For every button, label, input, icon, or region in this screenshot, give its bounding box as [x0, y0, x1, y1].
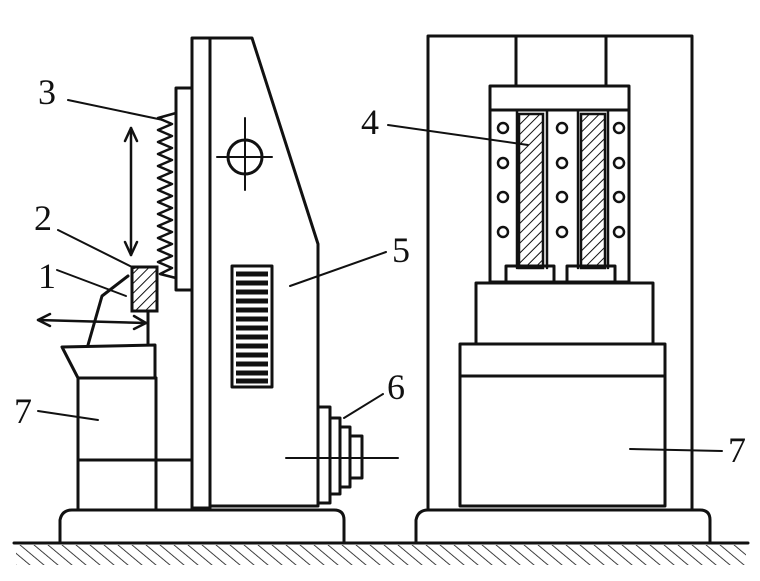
leader-lines	[37, 99, 723, 452]
front-view	[414, 34, 712, 545]
callout-5: 5	[392, 230, 410, 270]
callout-4: 4	[361, 102, 379, 142]
callout-3: 3	[38, 72, 56, 112]
callout-1: 1	[38, 256, 56, 296]
ground	[12, 541, 750, 565]
callout-6: 6	[387, 367, 405, 407]
callout-7-right: 7	[728, 430, 746, 470]
callout-labels: 1 2 3 4 5 6 7 7	[14, 72, 746, 470]
callout-2: 2	[34, 198, 52, 238]
callout-7-left: 7	[14, 391, 32, 431]
side-view	[36, 36, 399, 545]
